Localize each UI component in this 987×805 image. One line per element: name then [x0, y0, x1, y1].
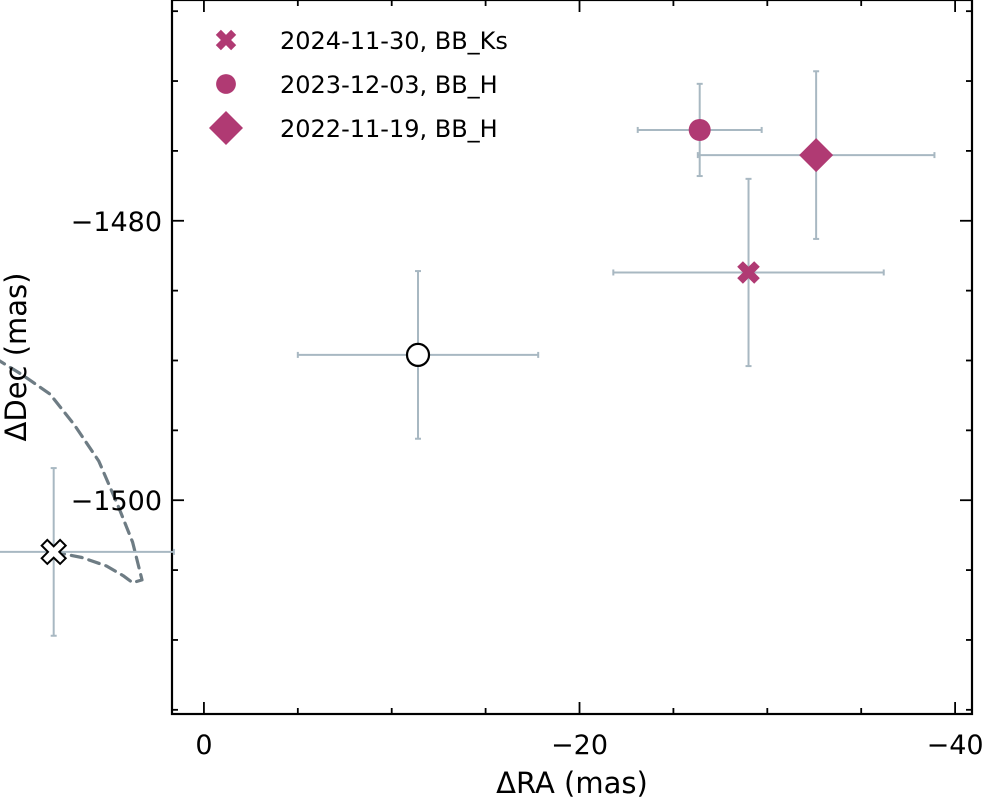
legend-label: 2023-12-03, BB_H — [280, 71, 498, 99]
data-point — [799, 138, 834, 173]
diamond-icon-legend — [209, 111, 243, 145]
y-tick-label: −1480 — [71, 207, 162, 238]
plot-border — [170, 0, 974, 716]
circle-icon-legend — [216, 74, 236, 94]
legend-entry: 2024-11-30, BB_Ks — [215, 27, 508, 55]
y-axis-label: ΔDec (mas) — [0, 273, 33, 442]
data-point — [688, 118, 711, 141]
reference-point — [405, 342, 431, 368]
legend-entry: 2022-11-19, BB_H — [209, 111, 498, 145]
y-tick-label: −1500 — [71, 486, 162, 517]
data-point — [737, 261, 760, 284]
x-axis-label: ΔRA (mas) — [496, 766, 648, 800]
x-icon-legend — [215, 29, 237, 51]
model-track-line — [0, 359, 144, 585]
x-tick-label: −20 — [551, 730, 608, 761]
x-tick-label: −40 — [927, 730, 984, 761]
reference-point — [40, 538, 68, 566]
plot-frame — [170, 0, 974, 716]
marker-layer — [40, 118, 834, 566]
x-tick-label: 0 — [195, 730, 212, 761]
errorbar-layer — [0, 70, 936, 637]
legend-label: 2024-11-30, BB_Ks — [280, 27, 508, 55]
model-track-layer — [0, 359, 144, 585]
legend-label: 2022-11-19, BB_H — [280, 115, 498, 143]
legend-entry: 2023-12-03, BB_H — [216, 71, 498, 99]
legend: 2024-11-30, BB_Ks 2023-12-03, BB_H 2022-11… — [209, 27, 508, 145]
tick-layer: 0 −20 −40 −1480 −1500 — [71, 0, 984, 761]
